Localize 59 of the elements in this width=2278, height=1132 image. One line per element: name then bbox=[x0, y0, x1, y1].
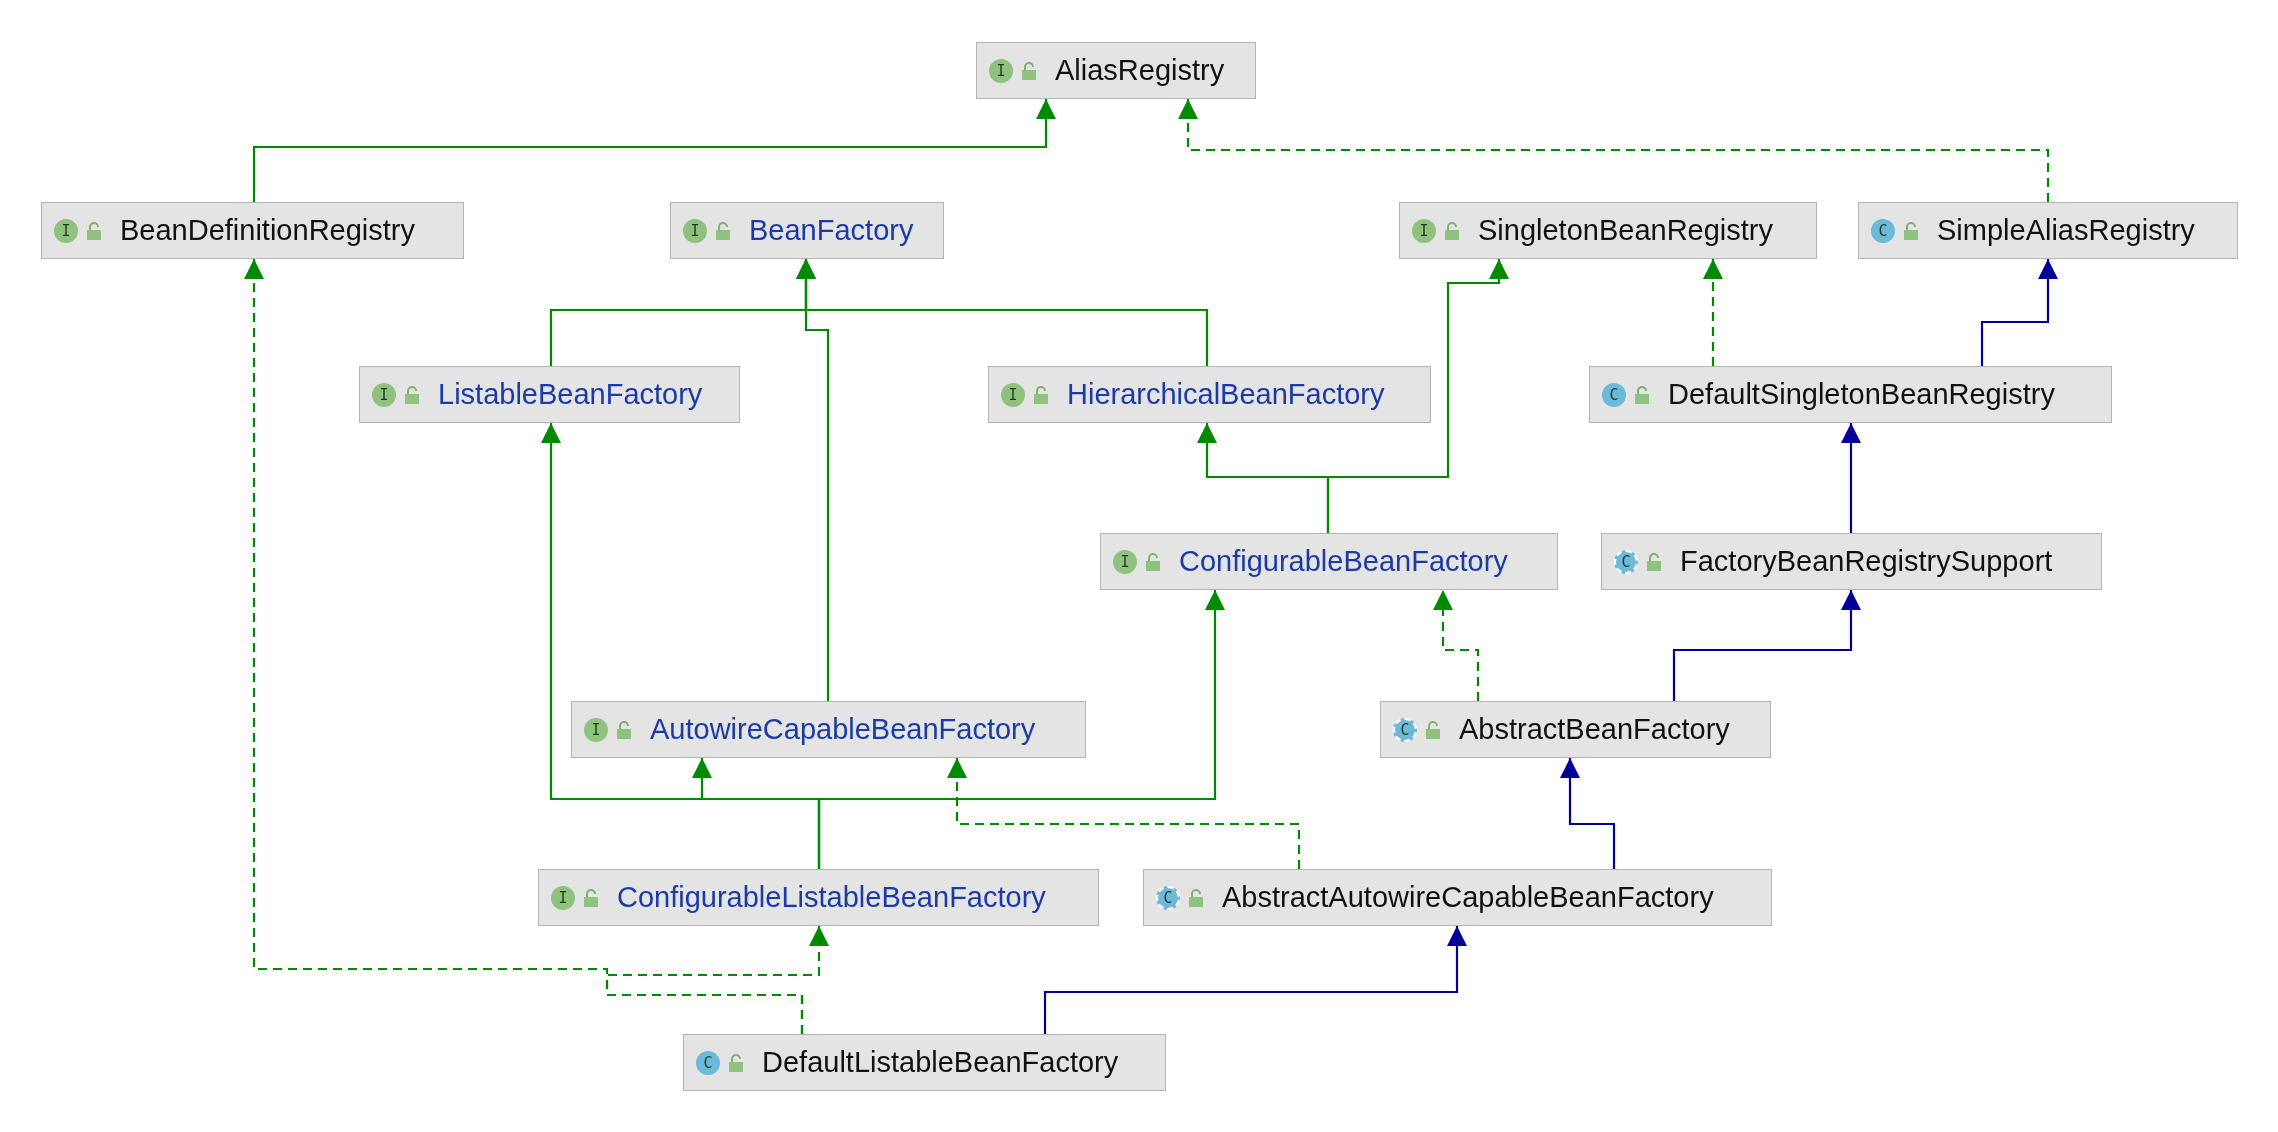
interface-badge: I bbox=[683, 218, 707, 243]
extends-arrow bbox=[1672, 590, 1861, 701]
class-badge: C bbox=[1871, 218, 1895, 243]
class-name: SingletonBeanRegistry bbox=[1478, 213, 1773, 248]
class-name: AliasRegistry bbox=[1055, 53, 1225, 88]
class-box bbox=[1100, 533, 1558, 590]
abstract-class-badge: C bbox=[1614, 549, 1638, 574]
extends-arrow bbox=[1841, 423, 1861, 533]
class-box bbox=[670, 202, 944, 259]
interface-badge: I bbox=[1001, 382, 1025, 407]
class-box bbox=[41, 202, 464, 259]
extends-arrow bbox=[252, 99, 1056, 202]
class-name: ListableBeanFactory bbox=[438, 377, 703, 412]
class-name: FactoryBeanRegistrySupport bbox=[1680, 544, 2053, 579]
implements-arrow bbox=[947, 758, 1301, 869]
class-name: BeanFactory bbox=[749, 213, 914, 248]
class-badge: C bbox=[1602, 382, 1626, 407]
class-name: SimpleAliasRegistry bbox=[1937, 213, 2195, 248]
extends-arrow bbox=[796, 259, 830, 701]
interface-badge: I bbox=[551, 885, 575, 910]
class-name: AutowireCapableBeanFactory bbox=[650, 712, 1036, 747]
class-name: DefaultSingletonBeanRegistry bbox=[1668, 377, 2055, 412]
extends-arrow bbox=[1043, 926, 1467, 1034]
class-name: ConfigurableListableBeanFactory bbox=[617, 880, 1046, 915]
class-box bbox=[988, 366, 1431, 423]
class-box bbox=[976, 42, 1256, 99]
class-box bbox=[683, 1034, 1166, 1091]
abstract-class-badge: C bbox=[1393, 717, 1417, 742]
class-box bbox=[1601, 533, 2102, 590]
abstract-class-badge: C bbox=[1156, 885, 1180, 910]
extends-arrow bbox=[1980, 259, 2058, 366]
interface-badge: I bbox=[1113, 549, 1137, 574]
class-name: HierarchicalBeanFactory bbox=[1067, 377, 1385, 412]
interface-badge: I bbox=[989, 58, 1013, 83]
interface-badge: I bbox=[584, 717, 608, 742]
extends-arrow bbox=[817, 590, 1225, 869]
class-box bbox=[538, 869, 1099, 926]
class-box bbox=[359, 366, 740, 423]
class-name: BeanDefinitionRegistry bbox=[120, 213, 415, 248]
implements-arrow bbox=[1433, 590, 1480, 701]
implements-arrow bbox=[1178, 99, 2050, 202]
implements-arrow bbox=[1703, 259, 1723, 366]
class-box bbox=[571, 701, 1086, 758]
class-box bbox=[1858, 202, 2238, 259]
interface-badge: I bbox=[1412, 218, 1436, 243]
class-name: ConfigurableBeanFactory bbox=[1179, 544, 1508, 579]
class-badge: C bbox=[696, 1050, 720, 1075]
class-name: DefaultListableBeanFactory bbox=[762, 1045, 1119, 1080]
class-box bbox=[1143, 869, 1772, 926]
class-box bbox=[1399, 202, 1817, 259]
interface-badge: I bbox=[372, 382, 396, 407]
class-box bbox=[1380, 701, 1771, 758]
interface-badge: I bbox=[54, 218, 78, 243]
class-box bbox=[1589, 366, 2112, 423]
extends-arrow bbox=[1560, 758, 1616, 869]
class-name: AbstractBeanFactory bbox=[1459, 712, 1730, 747]
implements-arrow bbox=[244, 259, 804, 1034]
extends-arrow bbox=[1326, 259, 1509, 533]
class-name: AbstractAutowireCapableBeanFactory bbox=[1222, 880, 1714, 915]
